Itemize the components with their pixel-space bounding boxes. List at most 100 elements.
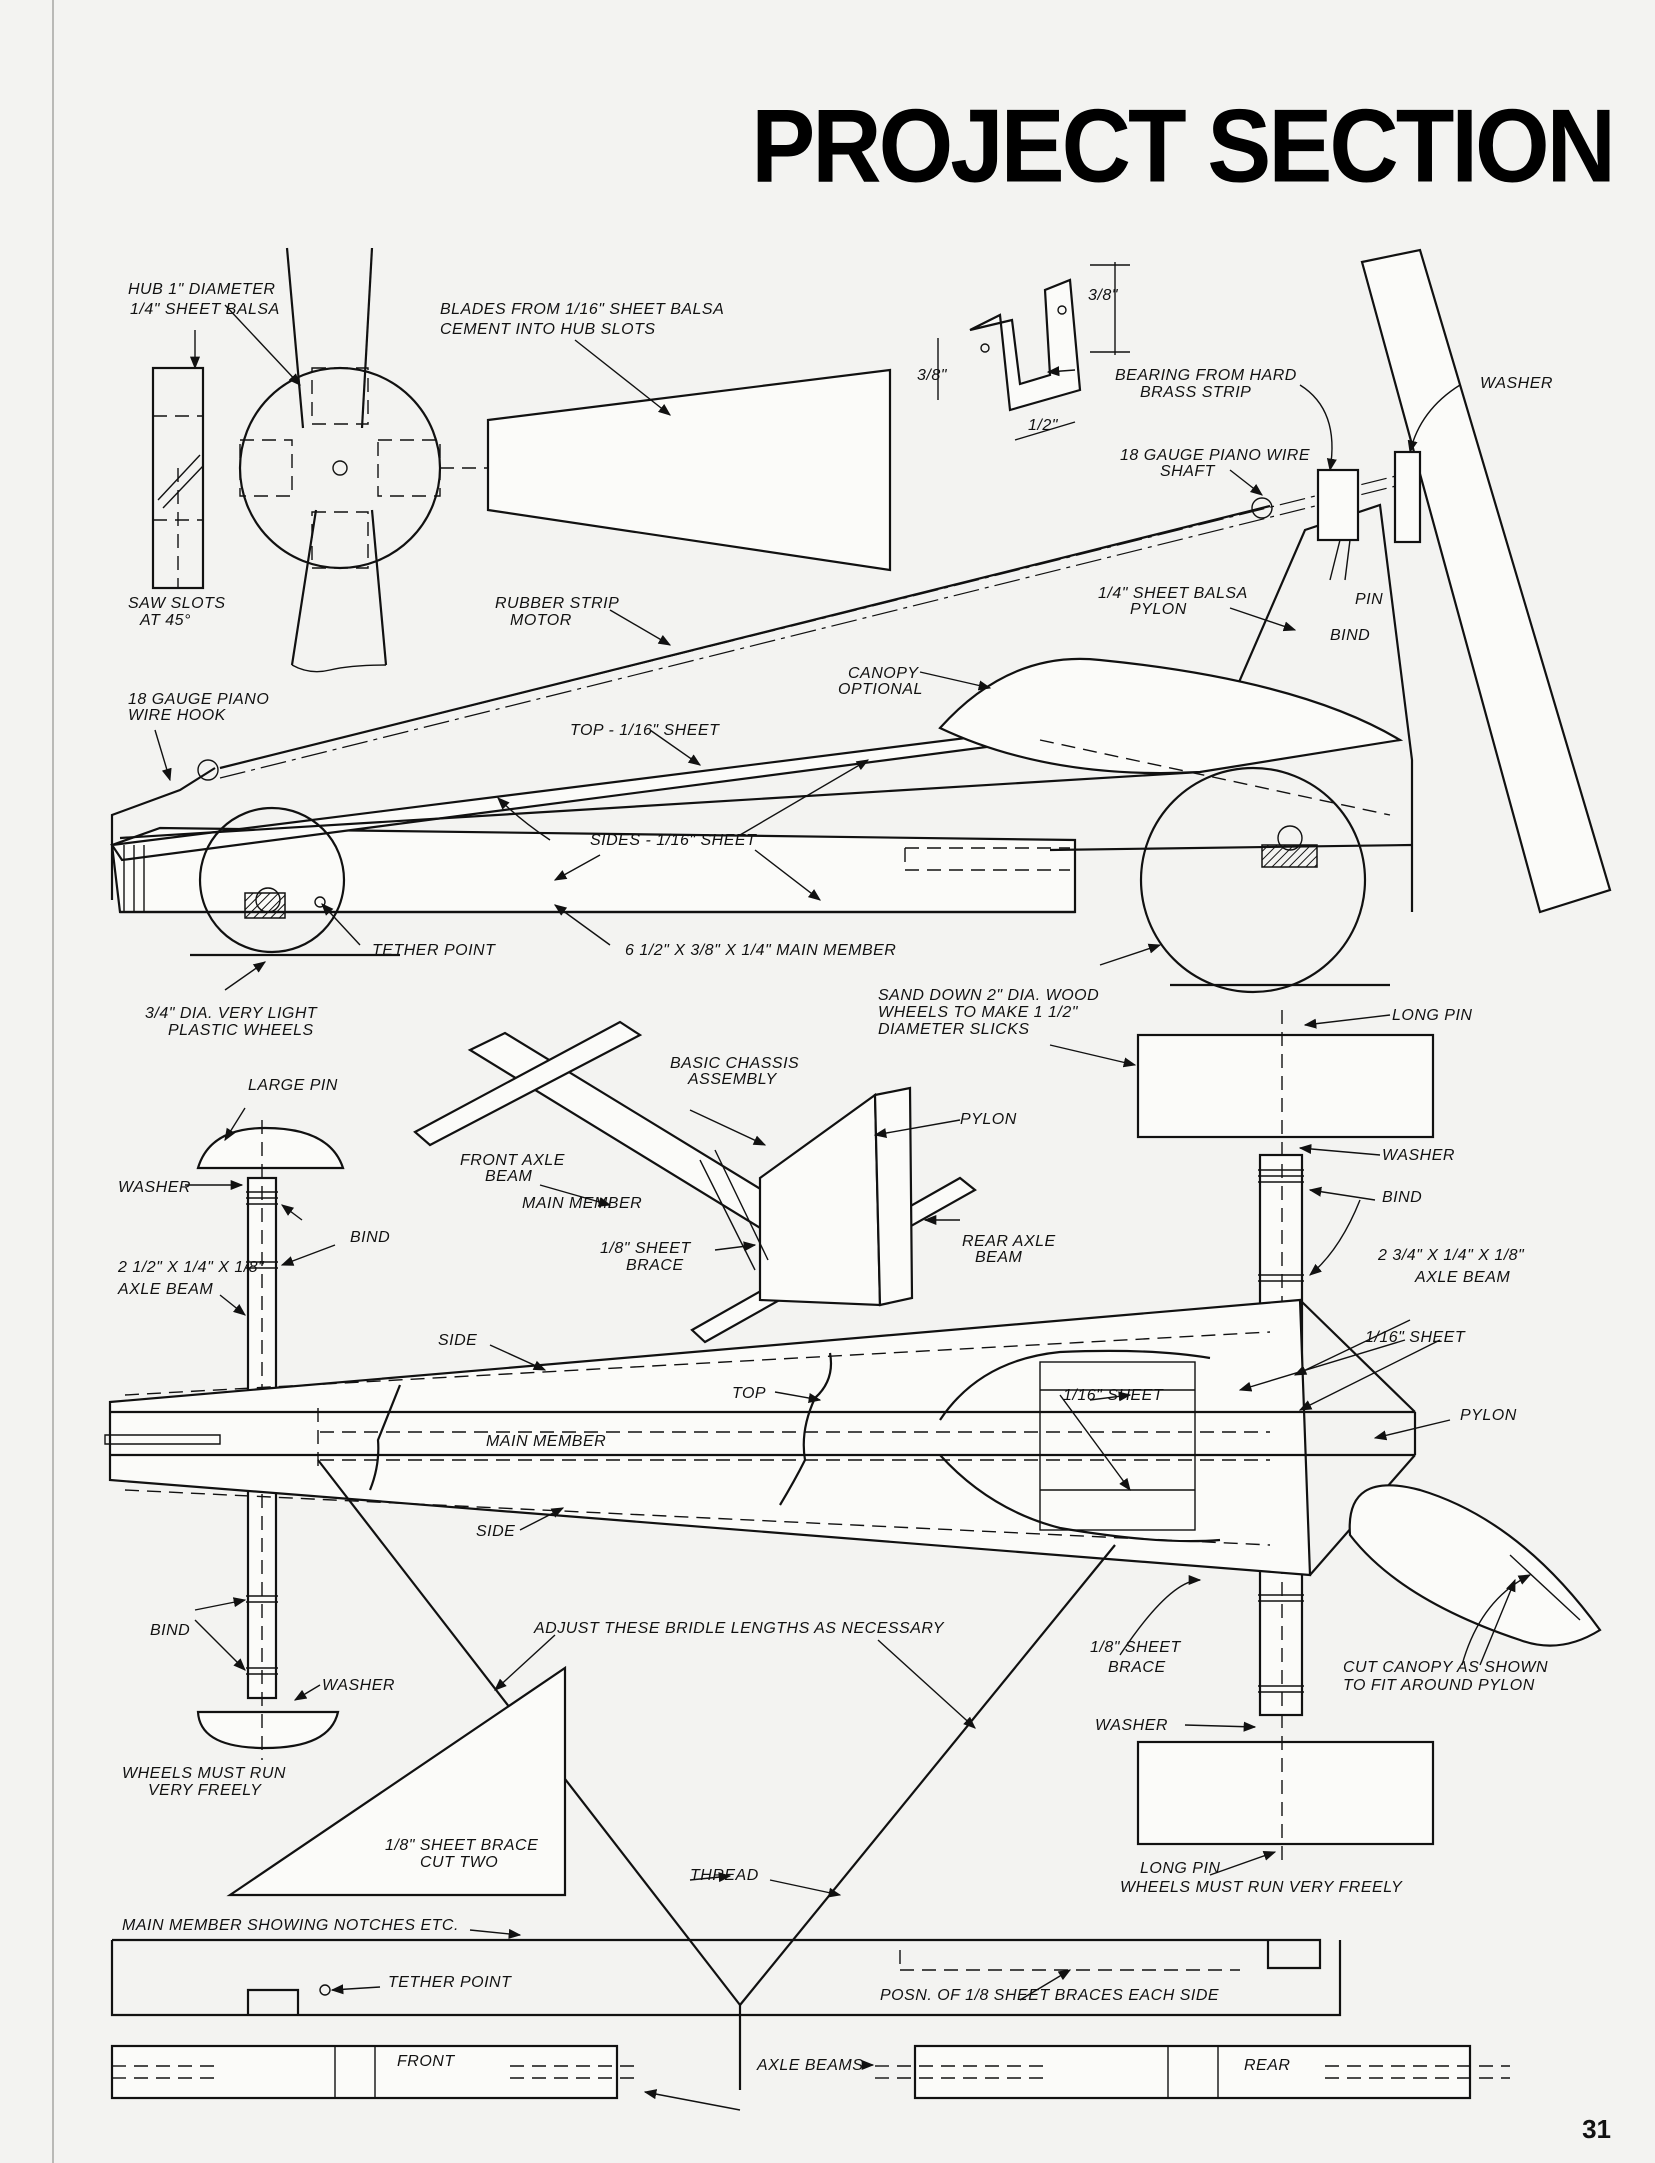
hub-side-view	[151, 366, 205, 590]
label-pylon-sheet-2: PYLON	[1130, 601, 1187, 618]
hub-front-view	[238, 247, 442, 673]
label-side-bottom: SIDE	[476, 1523, 515, 1540]
label-washer-lower: WASHER	[322, 1677, 395, 1694]
basic-chassis-assembly	[413, 1020, 977, 1344]
page-title: PROJECT SECTION	[751, 88, 1616, 205]
label-front-axle-2: BEAM	[485, 1168, 533, 1185]
label-axle-beam-left-2: AXLE BEAM	[117, 1281, 213, 1298]
label-brace-cut-2: CUT TWO	[420, 1854, 498, 1871]
label-washer-left: WASHER	[118, 1179, 191, 1196]
label-pylon-chassis: PYLON	[960, 1111, 1017, 1128]
plan-view	[104, 1010, 1435, 1860]
label-rear: REAR	[1244, 2057, 1290, 2074]
label-long-pin-lower: LONG PIN	[1140, 1860, 1220, 1877]
label-long-pin: LONG PIN	[1392, 1007, 1472, 1024]
label-brace-cut: 1/8" SHEET BRACE	[385, 1837, 538, 1854]
label-bearing: BEARING FROM HARD	[1115, 367, 1297, 384]
label-front: FRONT	[397, 2053, 455, 2070]
label-shaft-2: SHAFT	[1160, 463, 1216, 480]
label-canopy: CANOPY	[848, 665, 919, 682]
label-blades: BLADES FROM 1/16" SHEET BALSA	[440, 301, 724, 318]
label-dim-12: 1/2"	[1028, 417, 1059, 434]
label-blades-2: CEMENT INTO HUB SLOTS	[440, 321, 656, 338]
label-washer-right: WASHER	[1382, 1147, 1455, 1164]
label-bind-left: BIND	[350, 1229, 390, 1246]
label-axle-beam-right-2: AXLE BEAM	[1414, 1269, 1510, 1286]
label-hook: 18 GAUGE PIANO	[128, 691, 269, 708]
axle-beam-strips	[110, 2044, 1510, 2100]
label-sand-2: WHEELS TO MAKE 1 1/2"	[878, 1004, 1079, 1021]
labels: HUB 1" DIAMETER 1/4" SHEET BALSA BLADES …	[117, 281, 1553, 2074]
label-rear-axle: REAR AXLE	[962, 1233, 1056, 1250]
label-notches: MAIN MEMBER SHOWING NOTCHES ETC.	[122, 1917, 459, 1934]
label-tether-lower: TETHER POINT	[388, 1974, 512, 1991]
label-main-member-plan: MAIN MEMBER	[486, 1433, 606, 1450]
right-bind-rings	[1258, 1169, 1304, 1693]
label-shaft: 18 GAUGE PIANO WIRE	[1120, 447, 1310, 464]
left-bind-rings	[246, 1191, 278, 1675]
label-canopy-2: OPTIONAL	[838, 681, 923, 698]
label-axle-beams: AXLE BEAMS	[756, 2057, 863, 2074]
label-brace-plan-2: BRACE	[1108, 1659, 1166, 1676]
label-tether: TETHER POINT	[372, 942, 496, 959]
label-top-sheet: TOP - 1/16" SHEET	[570, 722, 720, 739]
label-front-axle: FRONT AXLE	[460, 1152, 565, 1169]
label-rear-axle-2: BEAM	[975, 1249, 1023, 1266]
cut-canopy-detail	[1348, 1484, 1602, 1647]
label-side-top: SIDE	[438, 1332, 477, 1349]
label-axle-beam-right: 2 3/4" X 1/4" X 1/8"	[1377, 1247, 1525, 1264]
label-cut-canopy-2: TO FIT AROUND PYLON	[1343, 1677, 1535, 1694]
main-member-notches	[110, 1938, 1342, 2017]
label-brace-plan: 1/8" SHEET	[1090, 1639, 1181, 1656]
bearing-bracket	[937, 262, 1130, 441]
label-pylon-plan: PYLON	[1460, 1407, 1517, 1424]
label-light-wheels-2: PLASTIC WHEELS	[168, 1022, 314, 1039]
label-saw-slots-2: AT 45°	[139, 612, 191, 629]
label-posn: POSN. OF 1/8 SHEET BRACES EACH SIDE	[880, 1987, 1219, 2004]
label-saw-slots: SAW SLOTS	[128, 595, 226, 612]
label-bind-right: BIND	[1382, 1189, 1422, 1206]
propeller-blade	[440, 368, 892, 572]
label-sand-3: DIAMETER SLICKS	[878, 1021, 1030, 1038]
label-wheels-free: WHEELS MUST RUN	[122, 1765, 286, 1782]
label-bind-lower: BIND	[150, 1622, 190, 1639]
label-wheels-free-2: VERY FREELY	[148, 1782, 262, 1799]
label-dim-38: 3/8"	[1088, 287, 1119, 304]
label-washer-lower-right: WASHER	[1095, 1717, 1168, 1734]
label-bind-top: BIND	[1330, 627, 1370, 644]
label-chassis-2: ASSEMBLY	[687, 1071, 778, 1088]
label-rubber-2: MOTOR	[510, 612, 572, 629]
label-bearing-2: BRASS STRIP	[1140, 384, 1251, 401]
label-rubber: RUBBER STRIP	[495, 595, 619, 612]
label-sixteenth-center: 1/16" SHEET	[1063, 1387, 1164, 1404]
binding-gutter-line	[52, 0, 54, 2163]
label-sixteenth-right: 1/16" SHEET	[1365, 1329, 1466, 1346]
label-washer-top: WASHER	[1480, 375, 1553, 392]
label-main-member-chassis: MAIN MEMBER	[522, 1195, 642, 1212]
label-dim-38b: 3/8"	[917, 367, 948, 384]
label-sides-sheet: SIDES - 1/16" SHEET	[590, 832, 757, 849]
label-bridle: ADJUST THESE BRIDLE LENGTHS AS NECESSARY	[533, 1620, 945, 1637]
label-pylon-sheet: 1/4" SHEET BALSA	[1098, 585, 1248, 602]
label-hook-2: WIRE HOOK	[128, 707, 227, 724]
label-pin: PIN	[1355, 591, 1383, 608]
label-light-wheels: 3/4" DIA. VERY LIGHT	[145, 1005, 318, 1022]
label-large-pin: LARGE PIN	[248, 1077, 338, 1094]
label-main-member-dims: 6 1/2" X 3/8" X 1/4" MAIN MEMBER	[625, 942, 896, 959]
triangle-brace	[226, 1665, 567, 1897]
label-chassis: BASIC CHASSIS	[670, 1055, 799, 1072]
label-sheet-brace: 1/8" SHEET	[600, 1240, 691, 1257]
label-axle-beam-left: 2 1/2" X 1/4" X 1/8"	[117, 1259, 265, 1276]
label-cut-canopy: CUT CANOPY AS SHOWN	[1343, 1659, 1548, 1676]
label-top: TOP	[732, 1385, 766, 1402]
label-sheet-brace-2: BRACE	[626, 1257, 684, 1274]
page-number: 31	[1582, 2114, 1611, 2144]
label-sand: SAND DOWN 2" DIA. WOOD	[878, 987, 1099, 1004]
label-thread: THREAD	[690, 1867, 759, 1884]
leader-arrows	[154, 304, 1532, 2111]
label-wheels-free-3: WHEELS MUST RUN VERY FREELY	[1120, 1879, 1403, 1896]
side-elevation	[110, 248, 1612, 994]
label-hub: HUB 1" DIAMETER	[128, 281, 275, 298]
label-hub-2: 1/4" SHEET BALSA	[130, 301, 280, 318]
